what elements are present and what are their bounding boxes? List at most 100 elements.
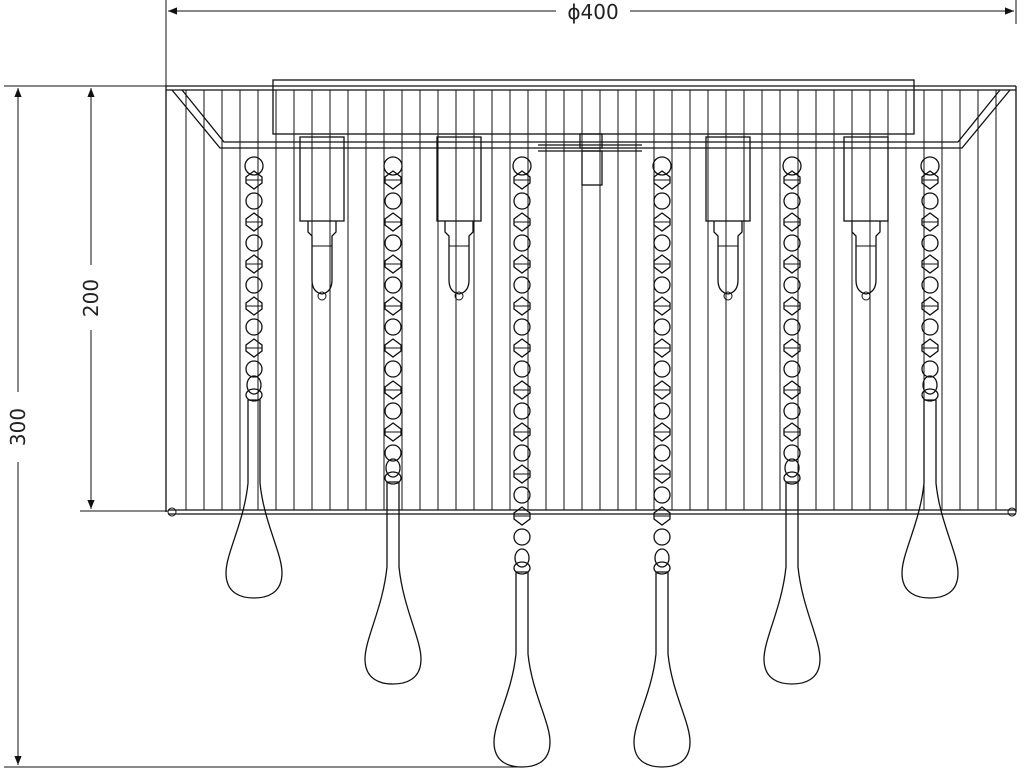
crystal-bead — [783, 296, 801, 316]
crystal-bead — [384, 296, 402, 316]
crystal-bead — [653, 296, 671, 316]
crystal-bead — [384, 318, 402, 336]
crystal-drop — [901, 399, 959, 599]
crystal-bead — [513, 276, 531, 294]
total-height-label: 300 — [6, 408, 30, 446]
crystal-bead — [921, 338, 939, 358]
crystal-drop — [493, 571, 551, 768]
crystal-bead — [653, 380, 671, 400]
crystal-bead — [653, 506, 671, 526]
crystal-bead — [513, 360, 531, 378]
crystal-bead — [653, 464, 671, 484]
crystal-bead — [653, 486, 671, 504]
crystal-bead — [921, 170, 939, 190]
crystal-bead — [653, 360, 671, 378]
crystal-bead — [245, 338, 263, 358]
crystal-bead — [921, 234, 939, 252]
crystal-drop — [763, 481, 821, 685]
crystal-chain — [633, 156, 691, 768]
crystal-chain — [901, 156, 959, 599]
crystal-chain — [225, 156, 283, 599]
crystal-bead — [513, 506, 531, 526]
crystal-bead — [653, 318, 671, 336]
crystal-bead — [921, 318, 939, 336]
shade-height-label: 200 — [79, 279, 103, 317]
crystal-bead — [653, 422, 671, 442]
crystal-bead — [783, 234, 801, 252]
crystal-bead — [783, 212, 801, 232]
crystal-bead — [653, 338, 671, 358]
shade-height-dimension: 200 — [79, 88, 168, 512]
crystal-bead — [384, 192, 402, 210]
crystal-bead — [245, 212, 263, 232]
crystal-bead — [384, 422, 402, 442]
crystal-bead — [921, 296, 939, 316]
crystal-bead — [513, 192, 531, 210]
crystal-bead — [783, 318, 801, 336]
crystal-bead — [513, 464, 531, 484]
crystal-bead — [783, 338, 801, 358]
crystal-bead — [384, 234, 402, 252]
crystal-bead — [653, 402, 671, 420]
crystal-bead — [384, 212, 402, 232]
crystal-bead — [653, 444, 671, 462]
crystal-bead — [384, 360, 402, 378]
crystal-bead — [653, 234, 671, 252]
crystal-bead — [384, 402, 402, 420]
crystal-bead — [783, 254, 801, 274]
crystal-bead — [921, 192, 939, 210]
crystal-bead — [513, 444, 531, 462]
crystal-bead — [513, 528, 531, 546]
crystal-bead — [245, 360, 263, 378]
crystal-bead — [783, 402, 801, 420]
crystal-bead — [513, 296, 531, 316]
lamp-holder — [705, 136, 751, 301]
crystal-bead — [513, 254, 531, 274]
crystal-bead — [783, 170, 801, 190]
crystal-bead — [513, 318, 531, 336]
crystal-drop — [633, 571, 691, 768]
diameter-dimension: ϕ400 — [165, 0, 1017, 86]
fixture-frame — [165, 79, 1017, 517]
crystal-bead — [384, 338, 402, 358]
crystal-bead — [384, 444, 402, 462]
crystal-bead — [653, 192, 671, 210]
crystal-bead — [783, 192, 801, 210]
crystal-bead — [513, 338, 531, 358]
crystal-bead — [653, 528, 671, 546]
lamp-holder — [843, 136, 889, 301]
crystal-bead — [653, 212, 671, 232]
crystal-bead — [653, 254, 671, 274]
crystal-bead — [245, 192, 263, 210]
crystal-bead — [513, 212, 531, 232]
crystal-bead — [513, 486, 531, 504]
crystal-bead — [921, 360, 939, 378]
diameter-label: ϕ400 — [567, 0, 618, 24]
crystal-chain — [364, 156, 422, 685]
crystal-drop — [364, 481, 422, 685]
crystal-bead — [783, 422, 801, 442]
crystal-bead — [513, 170, 531, 190]
crystal-bead — [245, 234, 263, 252]
crystal-bead — [783, 360, 801, 378]
crystal-bead — [783, 380, 801, 400]
lamp-holder — [299, 136, 345, 301]
crystal-bead — [921, 254, 939, 274]
lamp-holder — [436, 136, 482, 301]
total-height-dimension: 300 — [4, 85, 520, 768]
crystal-bead — [921, 212, 939, 232]
crystal-bead — [513, 402, 531, 420]
crystal-bead — [384, 254, 402, 274]
crystal-bead — [513, 234, 531, 252]
crystal-bead — [653, 170, 671, 190]
crystal-bead — [245, 296, 263, 316]
crystal-bead — [245, 318, 263, 336]
lamp-holders — [299, 136, 889, 301]
shade-rods — [185, 90, 997, 510]
crystal-bead — [783, 444, 801, 462]
crystal-bead — [245, 170, 263, 190]
crystal-bead — [384, 276, 402, 294]
crystal-bead — [245, 254, 263, 274]
crystal-bead — [513, 380, 531, 400]
